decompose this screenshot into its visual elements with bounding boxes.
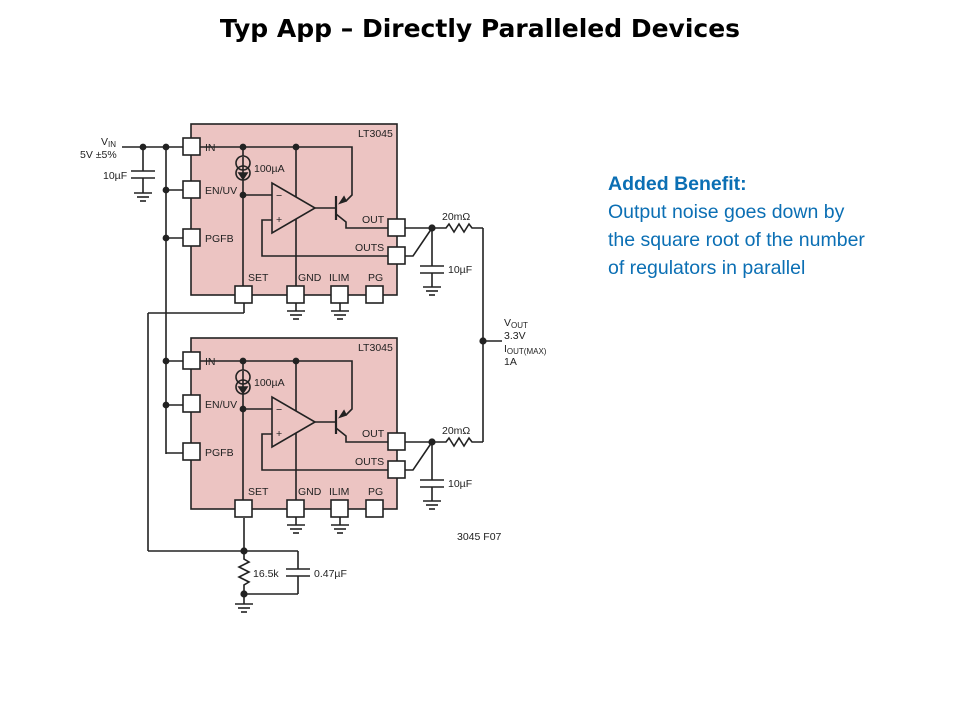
benefit-line: the square root of the number [608, 229, 865, 251]
output-capacitor-label: 10µF [448, 264, 472, 276]
pin-outs [387, 460, 406, 479]
pin-ilim-label: ILIM [329, 272, 349, 284]
pin-in [182, 137, 201, 156]
set-resistor-label: 16.5k [253, 568, 279, 580]
ground-icon [133, 192, 153, 202]
ballast-resistor-label: 20mΩ [442, 211, 470, 223]
pin-ilim-label: ILIM [329, 486, 349, 498]
benefit-line: of regulators in parallel [608, 257, 806, 279]
ballast-resistor [432, 222, 483, 234]
current-source-label: 100µA [254, 377, 285, 389]
ballast-resistor [432, 436, 483, 448]
ballast-resistor-label: 20mΩ [442, 425, 470, 437]
vin-cap-label: 10µF [103, 170, 127, 182]
set-network: 16.5k 0.47µF [147, 303, 347, 613]
pin-ilim [330, 499, 349, 518]
ground-icon [234, 603, 254, 613]
pin-pg [365, 499, 384, 518]
pin-pg-label: PG [368, 272, 383, 284]
ldo-regulator-1: LT3045 100µA − + IN EN/UV PGFB SET GND ILIM PG OUT O… [182, 123, 483, 320]
ground-icon [330, 524, 350, 534]
pin-in-label: IN [205, 142, 216, 154]
vout-value: 3.3V [504, 330, 526, 342]
current-source-label: 100µA [254, 163, 285, 175]
opamp-icon [271, 395, 317, 449]
pin-gnd-label: GND [298, 272, 322, 284]
pin-gnd-label: GND [298, 486, 322, 498]
vin-input: VIN 5V ±5% 10µF [80, 136, 183, 454]
pin-set-label: SET [248, 272, 269, 284]
pin-out-label: OUT [362, 428, 385, 440]
set-capacitor-label: 0.47µF [314, 568, 347, 580]
slide-title: Typ App – Directly Paralleled Devices [219, 14, 741, 43]
pin-set-label: SET [248, 486, 269, 498]
opamp-minus: − [276, 404, 282, 416]
opamp-icon [271, 181, 317, 235]
benefit-heading: Added Benefit: [608, 173, 747, 195]
opamp-plus: + [276, 428, 282, 440]
pin-pgfb [182, 228, 201, 247]
pin-pgfb-label: PGFB [205, 233, 234, 245]
ldo-regulator-2: LT3045 100µA − + IN EN/UV PGFB SET GND ILIM PG OUT O… [182, 337, 483, 534]
ground-icon [422, 500, 442, 510]
set-resistor [237, 551, 251, 594]
iout-max-label: IOUT(MAX) [504, 343, 547, 356]
pin-en [182, 394, 201, 413]
ground-icon [330, 310, 350, 320]
ground-icon [422, 286, 442, 296]
ic-part-number: LT3045 [358, 342, 393, 354]
pin-in [182, 351, 201, 370]
pin-gnd [286, 499, 305, 518]
pin-pgfb-label: PGFB [205, 447, 234, 459]
pin-out [387, 218, 406, 237]
ground-icon [286, 524, 306, 534]
opamp-plus: + [276, 214, 282, 226]
pin-set [234, 499, 253, 518]
pin-gnd [286, 285, 305, 304]
pin-en-label: EN/UV [205, 399, 237, 411]
vin-label: VIN [101, 136, 116, 149]
pin-out [387, 432, 406, 451]
benefit-line: Output noise goes down by [608, 201, 845, 223]
output-capacitor-label: 10µF [448, 478, 472, 490]
pin-outs-label: OUTS [355, 242, 384, 254]
pin-pg [365, 285, 384, 304]
vout-node: VOUT 3.3V IOUT(MAX) 1A [479, 228, 547, 442]
vin-capacitor: 10µF [103, 147, 155, 202]
pin-out-label: OUT [362, 214, 385, 226]
pin-set [234, 285, 253, 304]
pin-ilim [330, 285, 349, 304]
vin-value: 5V ±5% [80, 149, 117, 161]
figure-id: 3045 F07 [457, 531, 502, 543]
pin-outs [387, 246, 406, 265]
opamp-minus: − [276, 190, 282, 202]
benefit-callout: Added Benefit: Output noise goes down by… [608, 170, 938, 282]
pin-in-label: IN [205, 356, 216, 368]
vout-label: VOUT [504, 317, 528, 330]
pin-pg-label: PG [368, 486, 383, 498]
pin-en-label: EN/UV [205, 185, 237, 197]
pin-en [182, 180, 201, 199]
pin-pgfb [182, 442, 201, 461]
iout-max-value: 1A [504, 356, 517, 368]
ic-part-number: LT3045 [358, 128, 393, 140]
pin-outs-label: OUTS [355, 456, 384, 468]
ground-icon [286, 310, 306, 320]
